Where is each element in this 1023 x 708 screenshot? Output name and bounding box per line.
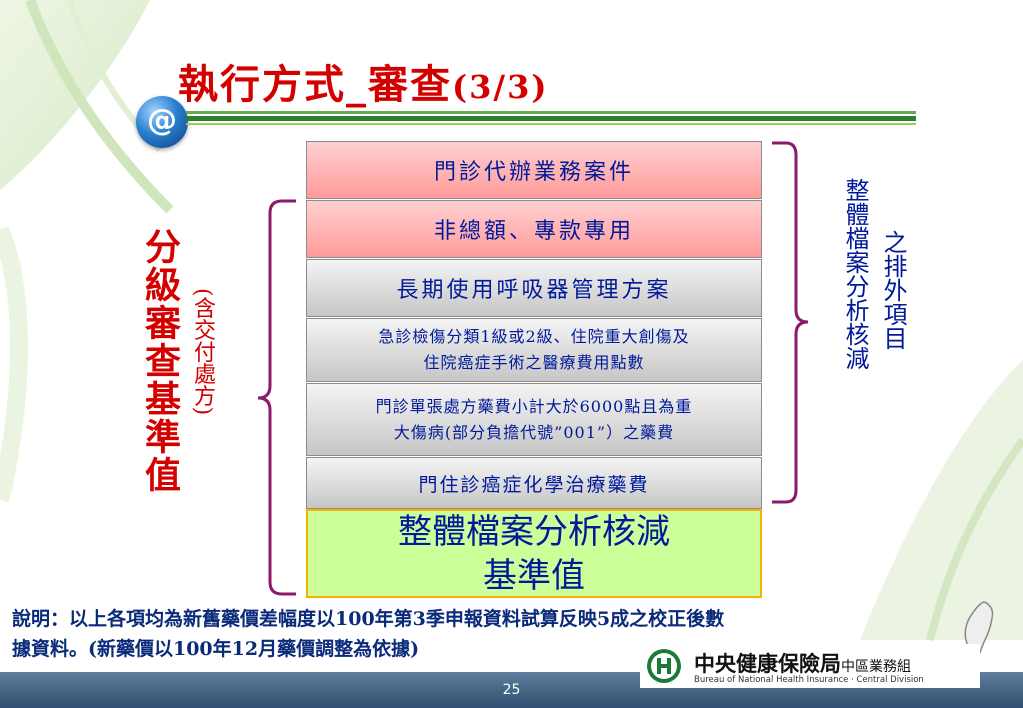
box-baseline-value: 整體檔案分析核減 基準值 — [306, 509, 762, 598]
box-text-line2: 大傷病(部分負擔代號”001”）之藥費 — [393, 422, 675, 442]
left-bracket — [257, 199, 296, 596]
title-main: 執行方式_審查 — [178, 61, 452, 108]
left-label-sub: (含交付處方) — [190, 288, 215, 416]
right-bracket — [772, 141, 809, 504]
title-suffix: (3/3) — [452, 68, 549, 106]
org-logo-block: 中央健康保險局中區業務組 Bureau of National Health I… — [640, 644, 980, 688]
nhi-logo-icon — [647, 649, 681, 683]
box-text-line2: 基準值 — [483, 555, 585, 596]
org-name: 中央健康保險局中區業務組 — [694, 652, 911, 676]
title-underline — [186, 111, 916, 125]
box-chemotherapy-drugs: 門住診癌症化學治療藥費 — [306, 457, 762, 509]
box-outpatient-agency-cases: 門診代辦業務案件 — [306, 141, 762, 199]
box-prescription-over-6000: 門診單張處方藥費小計大於6000點且為重 大傷病(部分負擔代號”001”）之藥費 — [306, 383, 762, 456]
org-division: 中區業務組 — [841, 659, 911, 675]
box-text: 非總額、專款專用 — [433, 219, 634, 244]
at-sign-icon: @ — [136, 96, 188, 148]
box-text: 門診代辦業務案件 — [433, 160, 634, 185]
left-label-main: 分級審查基準值 — [139, 228, 181, 494]
org-name-en: Bureau of National Health Insurance · Ce… — [694, 675, 924, 685]
box-non-global-budget: 非總額、專款專用 — [306, 200, 762, 258]
page-number: 25 — [502, 682, 521, 698]
explanation-note: 說明：以上各項均為新舊藥價差幅度以100年第3季申報資料試算反映5成之校正後數 … — [12, 604, 1002, 664]
box-text: 長期使用呼吸器管理方案 — [396, 278, 672, 303]
right-label-part1: 整體檔案分析核減 — [841, 178, 869, 370]
box-text-line1: 整體檔案分析核減 — [398, 511, 670, 552]
box-ventilator-program: 長期使用呼吸器管理方案 — [306, 259, 762, 317]
box-text-line1: 門診單張處方藥費小計大於6000點且為重 — [375, 396, 693, 416]
box-emergency-trauma-cancer-surgery: 急診檢傷分類1級或2級、住院重大創傷及 住院癌症手術之醫療費用點數 — [306, 318, 762, 382]
box-text-line1: 急診檢傷分類1級或2級、住院重大創傷及 — [378, 327, 690, 346]
note-line2: 據資料。(新藥價以100年12月藥價調整為依據) — [12, 638, 420, 660]
right-label-part2: 之排外項目 — [879, 230, 907, 350]
box-text: 門住診癌症化學治療藥費 — [418, 473, 650, 496]
slide-title: 執行方式_審查(3/3) — [178, 52, 549, 110]
note-line1: 說明：以上各項均為新舊藥價差幅度以100年第3季申報資料試算反映5成之校正後數 — [12, 608, 725, 630]
box-text-line2: 住院癌症手術之醫療費用點數 — [423, 353, 645, 372]
